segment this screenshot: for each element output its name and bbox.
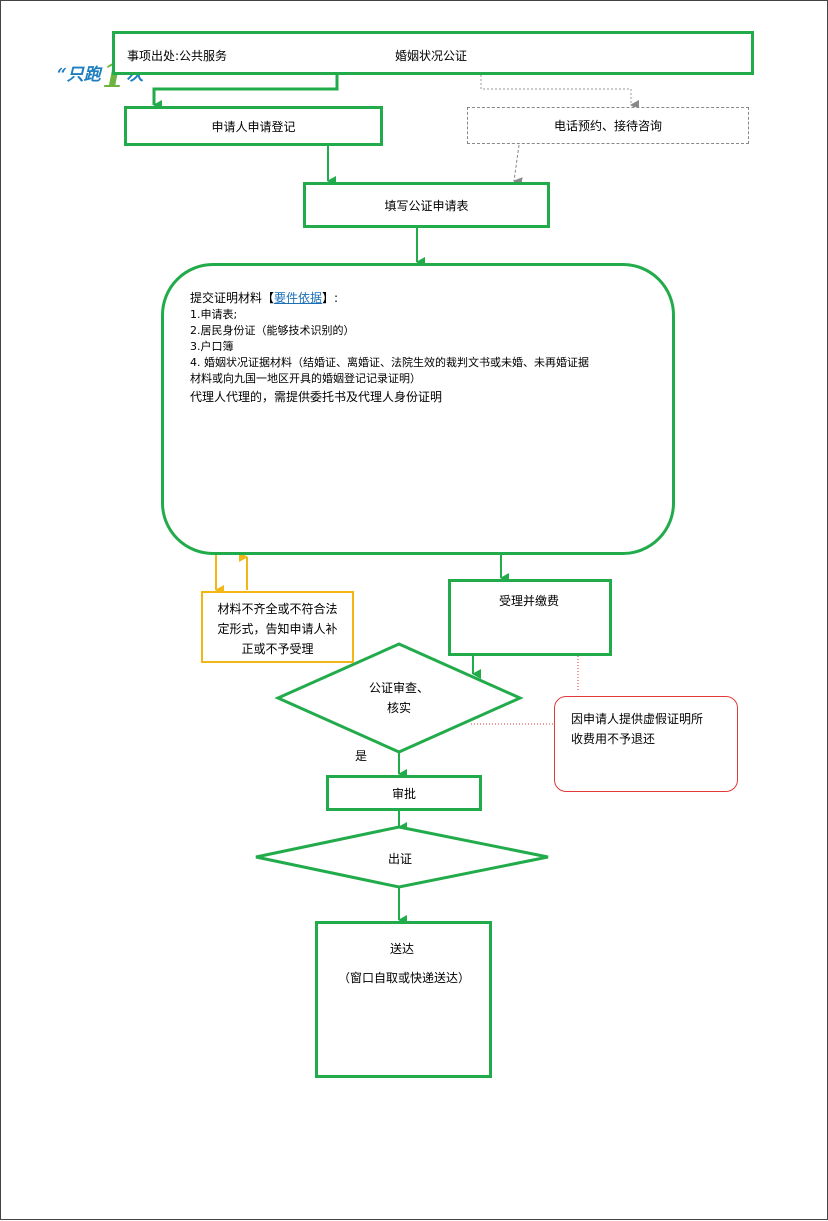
materials-title: 提交证明材料【要件依据】:	[190, 290, 660, 306]
refund-line: 收费用不予退还	[571, 732, 656, 746]
step-apply-label: 申请人申请登记	[211, 119, 296, 134]
connector-header-phone	[480, 75, 639, 110]
materials-title-prefix: 提交证明材料【	[190, 291, 275, 305]
materials-item: 4. 婚姻状况证据材料（结婚证、离婚证、法院生效的裁判文书或未婚、未再婚证据	[190, 356, 589, 369]
reject-box: 材料不齐全或不符合法 定形式，告知申请人补 正或不予受理	[201, 591, 354, 663]
step-approve-label: 审批	[391, 786, 416, 801]
materials-item: 1.申请表;	[190, 308, 238, 321]
connector-phone-form	[513, 144, 523, 188]
step-phone: 电话预约、接待咨询	[467, 107, 749, 144]
step-phone-label: 电话预约、接待咨询	[553, 119, 662, 133]
step-approve: 审批	[326, 775, 482, 811]
yes-label: 是	[355, 749, 368, 763]
refund-box: 因申请人提供虚假证明所 收费用不予退还	[554, 696, 738, 792]
logo-text-prefix: “只跑	[57, 65, 101, 85]
refund-line: 因申请人提供虚假证明所	[571, 712, 704, 726]
item-name: 婚姻状况公证	[395, 49, 468, 63]
requirements-basis-link[interactable]: 要件依据	[274, 291, 323, 305]
step-deliver-title: 送达	[390, 942, 415, 956]
header-box: 事项出处:公共服务 婚姻状况公证	[112, 31, 754, 75]
step-deliver: 送达 （窗口自取或快递送达）	[315, 921, 492, 1078]
connector-header-apply	[152, 73, 339, 110]
materials-agent-note: 代理人代理的，需提供委托书及代理人身份证明	[190, 390, 443, 404]
reject-line: 正或不予受理	[241, 642, 314, 656]
materials-box: 提交证明材料【要件依据】: 1.申请表; 2.居民身份证（能够技术识别的） 3.…	[161, 263, 675, 555]
reject-line: 材料不齐全或不符合法	[217, 602, 338, 616]
review-label-line1: 公证审查、	[368, 681, 429, 695]
review-label-line2: 核实	[386, 701, 411, 715]
step-accept: 受理并缴费	[448, 579, 612, 656]
materials-item: 2.居民身份证（能够技术识别的）	[190, 324, 355, 337]
step-fill-form-label: 填写公证申请表	[384, 198, 469, 213]
review-label: 公证审查、 核实	[349, 678, 449, 718]
materials-item: 3.户口簿	[190, 340, 234, 353]
reject-line: 定形式，告知申请人补	[217, 622, 338, 636]
materials-title-suffix: 】:	[322, 291, 339, 305]
materials-item: 材料或向九国一地区开具的婚姻登记记录证明）	[190, 372, 421, 385]
item-source: 事项出处:公共服务	[127, 49, 228, 63]
step-deliver-note: （窗口自取或快递送达）	[338, 971, 471, 985]
issue-label: 出证	[388, 852, 413, 866]
step-fill-form: 填写公证申请表	[303, 182, 550, 228]
step-accept-label: 受理并缴费	[499, 594, 560, 608]
step-apply: 申请人申请登记	[124, 106, 383, 146]
